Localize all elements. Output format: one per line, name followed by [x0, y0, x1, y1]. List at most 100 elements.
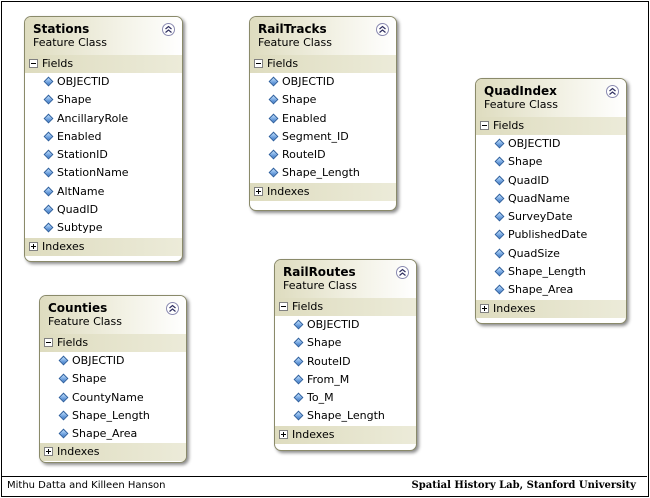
collapse-toggle-icon[interactable]	[44, 338, 53, 347]
field-row[interactable]: Shape	[275, 334, 416, 352]
field-name: Shape_Area	[508, 283, 574, 297]
entity-name: QuadIndex	[484, 84, 557, 98]
fields-section-header[interactable]: Fields	[476, 117, 626, 135]
field-row[interactable]: OBJECTID	[476, 135, 626, 153]
collapse-toggle-icon[interactable]	[254, 59, 263, 68]
entity-name: Counties	[48, 301, 108, 315]
collapse-icon[interactable]	[162, 23, 175, 36]
field-diamond-icon	[43, 76, 54, 87]
fields-section-header[interactable]: Fields	[25, 55, 182, 73]
field-row[interactable]: Shape	[25, 91, 182, 109]
field-row[interactable]: Subtype	[25, 219, 182, 237]
expand-toggle-icon[interactable]	[279, 429, 288, 439]
field-row[interactable]: Enabled	[25, 128, 182, 146]
field-row[interactable]: Shape_Area	[40, 425, 186, 443]
indexes-section-header[interactable]: Indexes	[25, 237, 182, 256]
collapse-icon[interactable]	[606, 85, 619, 98]
field-name: OBJECTID	[282, 75, 335, 88]
fields-section-header[interactable]: Fields	[250, 55, 396, 73]
field-row[interactable]: Shape	[250, 91, 396, 109]
expand-toggle-icon[interactable]	[44, 447, 53, 457]
field-diamond-icon	[58, 392, 69, 403]
field-name: Shape_Area	[72, 427, 138, 441]
field-row[interactable]: StationID	[25, 146, 182, 164]
fields-label: Fields	[42, 57, 74, 70]
field-row[interactable]: Shape_Length	[275, 407, 416, 425]
field-row[interactable]: Shape_Length	[250, 164, 396, 182]
field-diamond-icon	[494, 284, 505, 295]
collapse-toggle-icon[interactable]	[279, 302, 288, 311]
field-name: QuadID	[508, 173, 550, 187]
field-name: Shape	[508, 155, 543, 169]
field-diamond-icon	[494, 193, 505, 204]
field-name: From_M	[307, 372, 350, 386]
indexes-section-header[interactable]: Indexes	[476, 299, 626, 318]
field-name: OBJECTID	[508, 137, 561, 150]
field-diamond-icon	[494, 156, 505, 167]
collapse-toggle-icon[interactable]	[29, 59, 38, 68]
field-row[interactable]: CountyName	[40, 389, 186, 407]
indexes-section-header[interactable]: Indexes	[250, 182, 396, 201]
field-row[interactable]: Enabled	[250, 110, 396, 128]
field-row[interactable]: StationName	[25, 164, 182, 182]
field-row[interactable]: RouteID	[275, 353, 416, 371]
field-row[interactable]: OBJECTID	[250, 73, 396, 91]
collapse-icon[interactable]	[376, 23, 389, 36]
field-row[interactable]: QuadID	[25, 201, 182, 219]
field-diamond-icon	[268, 149, 279, 160]
collapse-icon[interactable]	[166, 302, 179, 315]
indexes-label: Indexes	[292, 427, 335, 441]
field-name: Shape	[57, 93, 92, 107]
fields-section-header[interactable]: Fields	[40, 334, 186, 352]
field-row[interactable]: SurveyDate	[476, 208, 626, 226]
field-name: Shape	[307, 336, 342, 350]
fields-section-header[interactable]: Fields	[275, 298, 416, 316]
collapse-toggle-icon[interactable]	[480, 121, 489, 130]
field-name: Shape	[72, 372, 107, 386]
indexes-section-header[interactable]: Indexes	[275, 425, 416, 444]
field-row[interactable]: PublishedDate	[476, 226, 626, 244]
field-row[interactable]: AncillaryRole	[25, 110, 182, 128]
expand-toggle-icon[interactable]	[29, 241, 38, 251]
field-row[interactable]: QuadName	[476, 190, 626, 208]
field-row[interactable]: Shape_Length	[40, 407, 186, 425]
field-name: Subtype	[57, 221, 103, 235]
field-row[interactable]: OBJECTID	[25, 73, 182, 91]
field-row[interactable]: AltName	[25, 183, 182, 201]
field-diamond-icon	[43, 149, 54, 160]
field-row[interactable]: Shape	[40, 370, 186, 388]
collapse-icon[interactable]	[396, 266, 409, 279]
field-row[interactable]: Segment_ID	[250, 128, 396, 146]
field-name: StationName	[57, 166, 129, 180]
field-diamond-icon	[268, 76, 279, 87]
field-row[interactable]: Shape	[476, 153, 626, 171]
field-row[interactable]: RouteID	[250, 146, 396, 164]
indexes-label: Indexes	[267, 184, 310, 198]
field-name: OBJECTID	[307, 318, 360, 331]
field-row[interactable]: OBJECTID	[275, 316, 416, 334]
field-row[interactable]: To_M	[275, 389, 416, 407]
expand-toggle-icon[interactable]	[254, 186, 263, 196]
field-row[interactable]: Shape_Length	[476, 263, 626, 281]
indexes-section-header[interactable]: Indexes	[40, 443, 186, 462]
entity-type: Feature Class	[258, 36, 333, 49]
field-name: OBJECTID	[57, 75, 110, 88]
field-row[interactable]: From_M	[275, 371, 416, 389]
field-diamond-icon	[43, 204, 54, 215]
expand-toggle-icon[interactable]	[480, 303, 489, 313]
entity-type: Feature Class	[48, 315, 123, 328]
field-row[interactable]: QuadID	[476, 172, 626, 190]
field-row[interactable]: QuadSize	[476, 245, 626, 263]
field-diamond-icon	[43, 222, 54, 233]
field-row[interactable]: OBJECTID	[40, 352, 186, 370]
field-row[interactable]: Shape_Area	[476, 281, 626, 299]
field-name: RouteID	[282, 148, 326, 162]
